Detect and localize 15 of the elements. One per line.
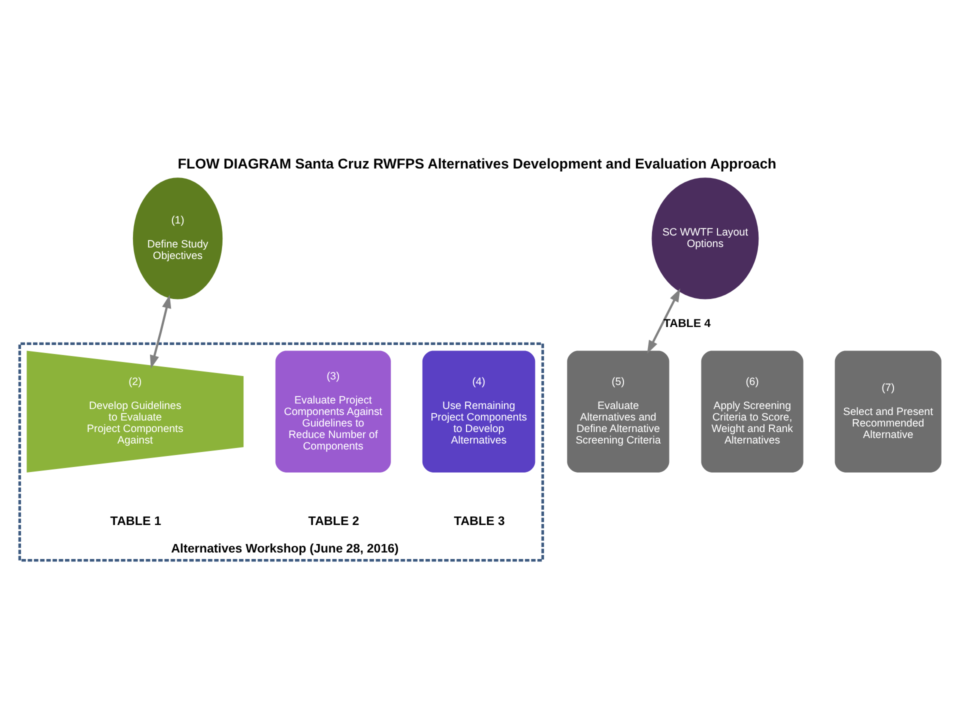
node-ellipse: (1) Define Study Objectives bbox=[132, 177, 223, 299]
node-box: (3) Evaluate Project Components Against Guidelines to Reduce Number of Components bbox=[275, 350, 391, 472]
node-box: (4) Use Remaining Project Components to Develop Alternatives bbox=[422, 350, 536, 472]
node-ellipse: SC WWTF Layout Options bbox=[652, 177, 759, 299]
node-label: TABLE 3 bbox=[454, 514, 505, 528]
node-label: TABLE 2 bbox=[308, 514, 360, 528]
arrow bbox=[647, 288, 680, 354]
arrow bbox=[150, 294, 172, 368]
node-box: (2) Develop Guidelines to Evaluate Project Components Against bbox=[26, 350, 244, 472]
node-box: (6) Apply Screening Criteria to Score, Weight and Rank Alternatives bbox=[701, 350, 804, 472]
node-label: TABLE 1 bbox=[110, 514, 162, 528]
edge-label: TABLE 4 bbox=[663, 318, 711, 330]
node-box: (7) Select and Present Recommended Alternative bbox=[834, 350, 942, 472]
node-box: (5) Evaluate Alternatives and Define Alternative Screening Criteria bbox=[567, 350, 670, 472]
diagram-title: FLOW DIAGRAM Santa Cruz RWFPS Alternatives Development and Evaluation Approach bbox=[178, 156, 776, 172]
